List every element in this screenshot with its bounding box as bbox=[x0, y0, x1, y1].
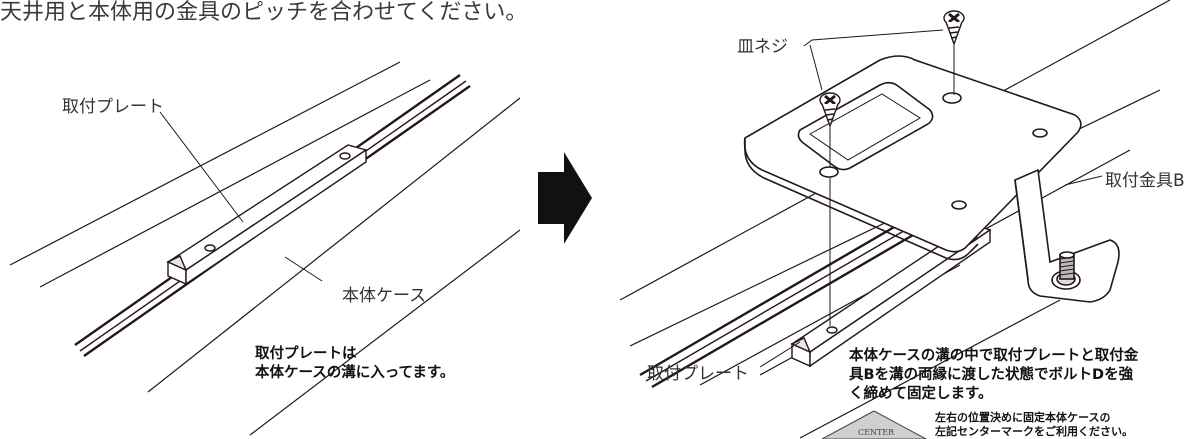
center-mark-text: CENTER bbox=[858, 428, 895, 437]
leader-plate-left bbox=[159, 111, 244, 223]
caption-right-line3: く締めて固定します。 bbox=[849, 386, 993, 402]
caption-left-line1: 取付プレートは bbox=[255, 346, 357, 362]
screw-top bbox=[943, 10, 965, 95]
right-arrow-icon bbox=[538, 152, 592, 244]
label-bracket-b: 取付金具B bbox=[1105, 171, 1185, 191]
center-mark-icon bbox=[822, 410, 927, 439]
right-case-groove bbox=[639, 210, 933, 389]
leader-screw-left bbox=[809, 44, 823, 91]
label-mounting-plate-right: 取付プレート bbox=[647, 364, 749, 384]
flat-head-screws bbox=[819, 10, 965, 326]
leader-case-left bbox=[284, 256, 323, 282]
instruction-heading: 天井用と本体用の金具のピッチを合わせてください。 bbox=[0, 0, 528, 25]
screw-left bbox=[819, 92, 841, 326]
caption-right-line2: 具Bを溝の両縁に渡した状態でボルトDを強 bbox=[849, 367, 1134, 383]
label-main-case: 本体ケース bbox=[342, 286, 427, 306]
center-note-line2: 左記センターマークをご利用ください。 bbox=[935, 425, 1133, 438]
label-flat-screw: 皿ネジ bbox=[737, 37, 788, 57]
caption-left-line2: 本体ケースの溝に入ってます。 bbox=[255, 365, 455, 381]
left-case-outline bbox=[9, 61, 521, 436]
center-note-line1: 左右の位置決めに固定本体ケースの bbox=[935, 411, 1111, 424]
leader-screw-top bbox=[803, 29, 944, 47]
leader-plate-right bbox=[759, 341, 801, 368]
leader-bracket-b bbox=[1064, 175, 1103, 186]
caption-right-line1: 本体ケースの溝の中で取付プレートと取付金 bbox=[849, 348, 1139, 364]
label-mounting-plate-left: 取付プレート bbox=[62, 97, 164, 117]
left-mounting-plate bbox=[166, 144, 368, 286]
